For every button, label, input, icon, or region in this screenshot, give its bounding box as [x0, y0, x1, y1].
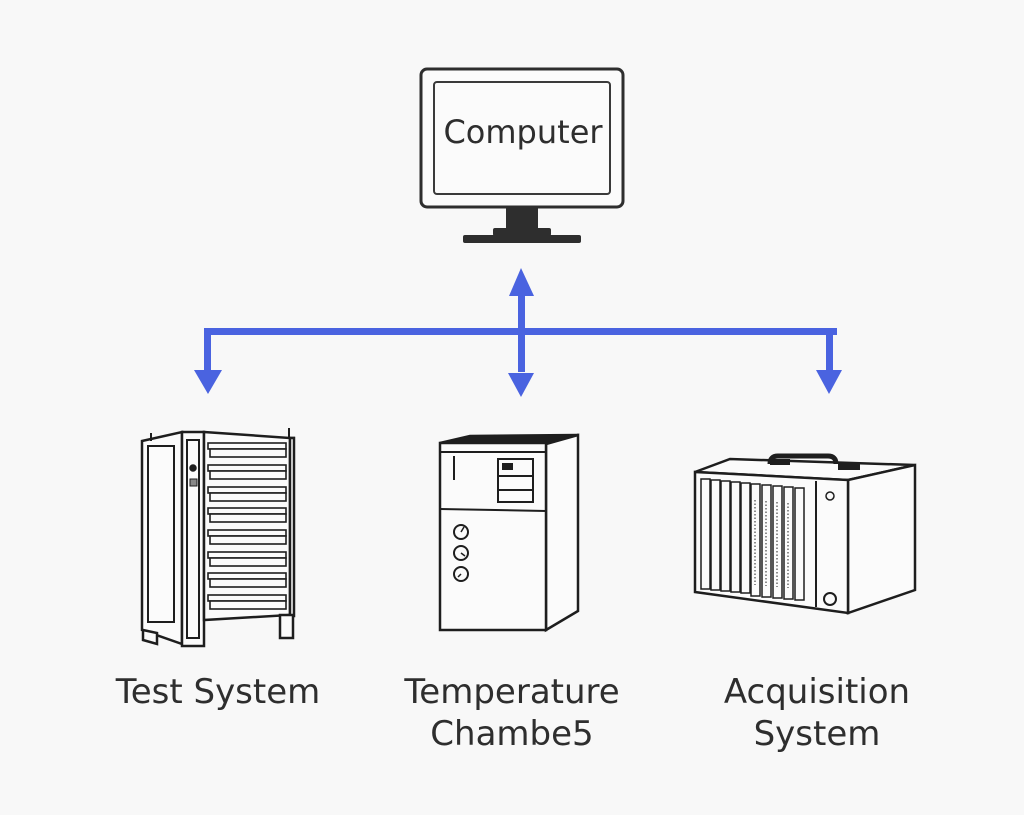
arrow-down-acquisition-system [816, 370, 842, 394]
device-label-test-system: Test System [98, 671, 338, 713]
server-rack-icon [140, 428, 296, 648]
device-label-line: Acquisition [723, 672, 911, 712]
arrow-up-to-computer [509, 268, 534, 296]
horizontal-bus [204, 328, 837, 335]
device-label-temperature-chamber: Temperature Chambe5 [382, 671, 642, 755]
arrow-down-temperature-chamber [508, 373, 534, 397]
computer-label: Computer [443, 113, 603, 151]
device-label-line: Chambe5 [430, 714, 594, 754]
connector-bus [194, 268, 842, 397]
monitor-icon [419, 67, 625, 243]
device-label-acquisition-system: Acquisition System [697, 671, 937, 755]
device-label-line: System [753, 714, 881, 754]
branch-left [204, 328, 211, 374]
device-label-line: Temperature [404, 672, 620, 712]
data-acquisition-chassis-icon [693, 453, 917, 615]
device-label-line: Test System [115, 672, 321, 712]
branch-right [826, 328, 833, 374]
temperature-chamber-icon [438, 433, 580, 633]
arrow-down-test-system [194, 370, 222, 394]
